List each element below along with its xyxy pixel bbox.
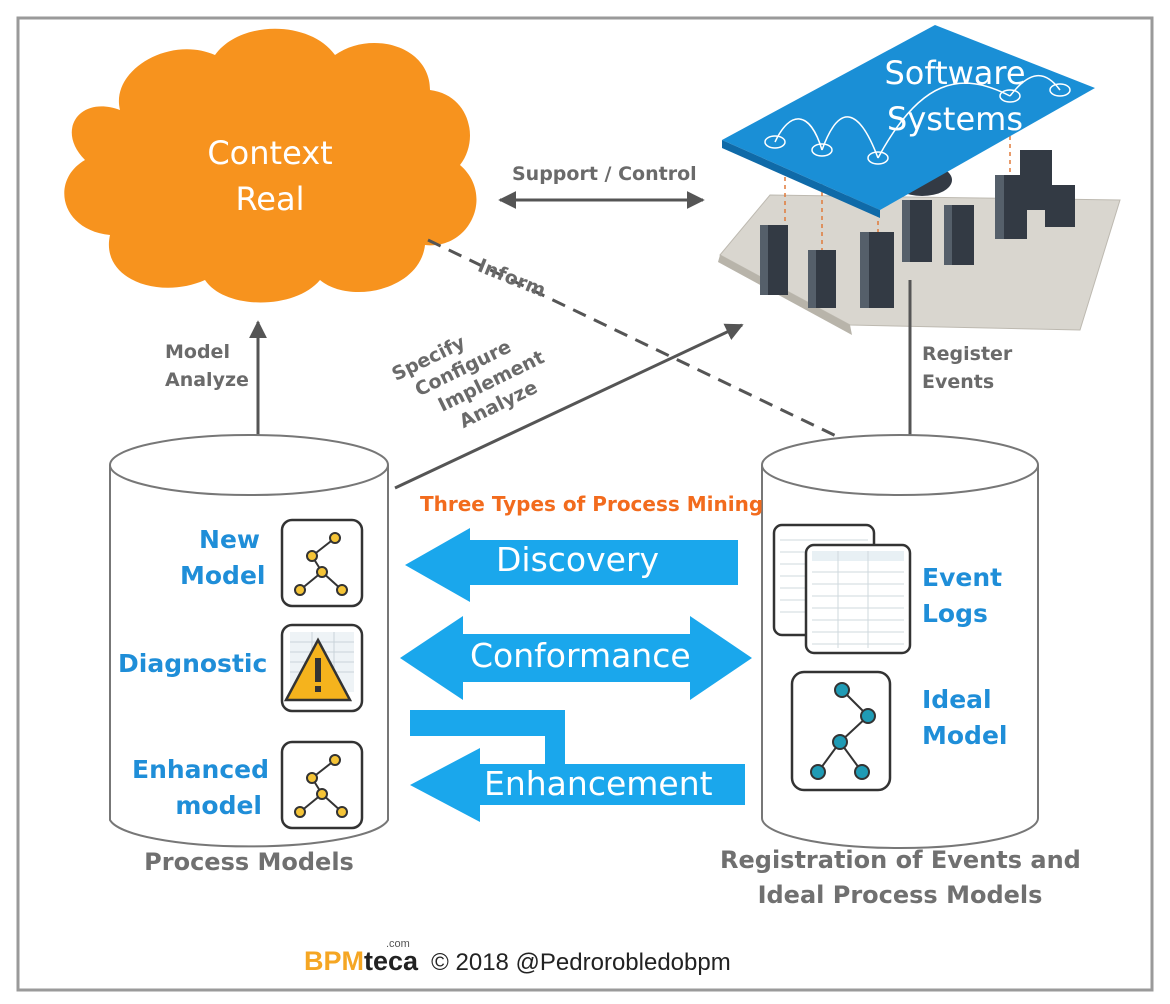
process-tree-icon [294, 532, 348, 596]
event-logs-line1: Event [922, 563, 1003, 592]
warning-triangle-icon [283, 637, 353, 702]
registration-caption-line2: Ideal Process Models [757, 881, 1043, 909]
software-label: Software Systems [860, 50, 1050, 142]
enhanced-model-line2: model [175, 791, 262, 820]
analyze-label: Analyze [165, 369, 249, 391]
outer-frame [16, 16, 1154, 992]
diagnostic-icon-box [280, 623, 364, 713]
model-label: Model [165, 341, 230, 363]
process-tree-icon [294, 754, 348, 818]
copyright-text: © 2018 @Pedrorobledobpm [431, 949, 731, 976]
discovery-arrow [405, 528, 738, 602]
enhancement-label: Enhancement [484, 764, 713, 803]
new-model-line2: Model [180, 561, 266, 590]
mining-title: Three Types of Process Mining [420, 492, 764, 516]
enhanced-model-line1: Enhanced [132, 755, 270, 784]
specify-arrow [394, 323, 744, 490]
ideal-model-tree-icon [810, 682, 876, 780]
software-systems-illustration [718, 25, 1121, 335]
enhanced-model-label: Enhanced model [132, 752, 270, 824]
software-line2: Systems [887, 100, 1023, 138]
events-line: Events [922, 371, 995, 393]
cloud-line2: Real [235, 180, 305, 218]
register-line: Register [922, 343, 1013, 365]
event-logs-line2: Logs [922, 599, 988, 628]
brand-teca: teca [364, 946, 419, 976]
register-events-label: Register Events [922, 340, 1012, 396]
support-control-label: Support / Control [512, 163, 697, 185]
footer: .com BPMteca © 2018 @Pedrorobledobpm [304, 938, 731, 977]
process-models-caption: Process Models [144, 848, 354, 876]
ideal-model-line2: Model [922, 721, 1008, 750]
cloud-label: Context Real [170, 130, 370, 222]
conformance-label: Conformance [470, 636, 691, 675]
conformance-arrow [400, 616, 752, 700]
enhanced-model-icon-box [280, 740, 364, 830]
event-logs-label: Event Logs [922, 560, 1002, 632]
discovery-label: Discovery [496, 540, 660, 579]
event-log-sheets-icon [772, 523, 912, 655]
brand-bpm: BPM [304, 946, 364, 976]
ideal-model-line1: Ideal [922, 685, 992, 714]
context-cloud [64, 28, 477, 303]
inform-arrow [427, 238, 884, 460]
model-analyze-label: Model Analyze [165, 338, 249, 394]
ideal-model-icon-box [790, 670, 892, 792]
brand-com: .com [386, 938, 410, 950]
new-model-line1: New [199, 525, 260, 554]
software-line1: Software [884, 54, 1026, 92]
ideal-model-label: Ideal Model [922, 682, 1007, 754]
registration-caption: Registration of Events and Ideal Process… [720, 843, 1081, 913]
new-model-label: New Model [180, 522, 266, 594]
diagnostic-label: Diagnostic [118, 649, 268, 678]
cloud-line1: Context [207, 134, 333, 172]
new-model-icon-box [280, 518, 364, 608]
registration-caption-line1: Registration of Events and [720, 846, 1081, 874]
enhancement-arrow [410, 710, 745, 822]
